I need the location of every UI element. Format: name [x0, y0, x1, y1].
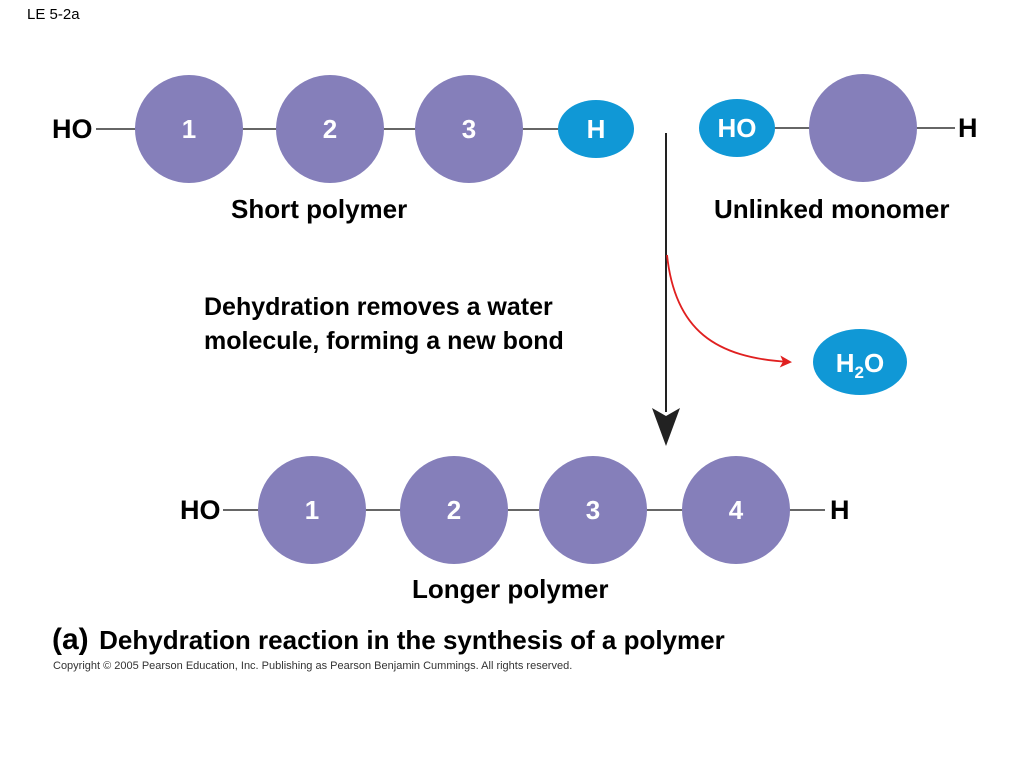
- unlinked-monomer-left-end: HO: [718, 113, 757, 143]
- reaction-arrows: [652, 133, 792, 446]
- unlinked-monomer-ho-end: [699, 99, 775, 157]
- short-polymer-label: Short polymer: [231, 194, 408, 224]
- longer-polymer-left-end: HO: [180, 495, 221, 525]
- water-o: O: [864, 348, 884, 378]
- longer-polymer-monomer-3-label: 3: [586, 495, 600, 525]
- water-subscript: 2: [855, 363, 864, 382]
- short-polymer-monomer-2-label: 2: [323, 114, 337, 144]
- short-polymer-right-end: H: [587, 114, 606, 144]
- short-polymer: HO 1 2 3 H: [52, 75, 634, 183]
- slide-label: LE 5-2a: [27, 6, 80, 23]
- short-polymer-left-end: HO: [52, 114, 93, 144]
- longer-polymer-label: Longer polymer: [412, 574, 609, 604]
- short-polymer-monomer-1: [135, 75, 243, 183]
- copyright-notice: Copyright © 2005 Pearson Education, Inc.…: [53, 660, 573, 672]
- figure-caption: (a) Dehydration reaction in the synthesi…: [52, 623, 725, 657]
- water-ellipse: [813, 329, 907, 395]
- short-polymer-monomer-2: [276, 75, 384, 183]
- longer-polymer-monomer-1: [258, 456, 366, 564]
- caption-letter: (a): [52, 623, 89, 656]
- caption-text: Dehydration reaction in the synthesis of…: [99, 625, 725, 655]
- unlinked-monomer-right-end: H: [958, 113, 978, 143]
- reaction-arrow-head: [652, 408, 680, 446]
- unlinked-monomer-circle: [809, 74, 917, 182]
- water-release-arrow: [666, 254, 792, 368]
- water-formula: H2O: [836, 348, 884, 382]
- water-molecule: H2O: [813, 329, 907, 395]
- longer-polymer: HO 1 2 3 4 H: [180, 456, 850, 564]
- short-polymer-monomer-3: [415, 75, 523, 183]
- short-polymer-monomer-3-label: 3: [462, 114, 476, 144]
- longer-polymer-monomer-4: [682, 456, 790, 564]
- reaction-description-line1: Dehydration removes a water: [204, 293, 553, 321]
- short-polymer-h-end: [558, 100, 634, 158]
- water-h: H: [836, 348, 855, 378]
- longer-polymer-monomer-2-label: 2: [447, 495, 461, 525]
- longer-polymer-right-end: H: [830, 495, 850, 525]
- reaction-description-line2: molecule, forming a new bond: [204, 327, 564, 355]
- longer-polymer-monomer-3: [539, 456, 647, 564]
- unlinked-monomer-label: Unlinked monomer: [714, 194, 950, 224]
- longer-polymer-monomer-1-label: 1: [305, 495, 319, 525]
- longer-polymer-monomer-4-label: 4: [729, 495, 744, 525]
- longer-polymer-monomer-2: [400, 456, 508, 564]
- reaction-description: Dehydration removes a water molecule, fo…: [204, 290, 564, 358]
- unlinked-monomer: HO H: [699, 74, 978, 182]
- short-polymer-monomer-1-label: 1: [182, 114, 196, 144]
